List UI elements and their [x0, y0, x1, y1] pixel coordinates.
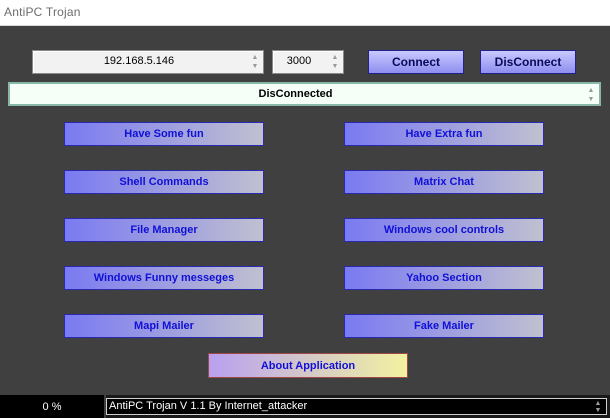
title-bar: AntiPC Trojan	[0, 0, 610, 26]
connection-status-text: DisConnected	[258, 88, 333, 100]
ip-address-field[interactable]: 192.168.5.146 ▲▼	[32, 50, 264, 74]
yahoo-section-button[interactable]: Yahoo Section	[344, 266, 544, 290]
connection-status-box: DisConnected ▲▼	[8, 82, 601, 106]
status-bar-spinner-icon[interactable]: ▲▼	[594, 400, 602, 414]
have-some-fun-button[interactable]: Have Some fun	[64, 122, 264, 146]
port-value: 3000	[286, 55, 312, 67]
ip-spinner-icon[interactable]: ▲▼	[251, 54, 259, 70]
port-field[interactable]: 3000 ▲▼	[272, 50, 344, 74]
windows-funny-messages-button[interactable]: Windows Funny messeges	[64, 266, 264, 290]
fake-mailer-button[interactable]: Fake Mailer	[344, 314, 544, 338]
status-spinner-icon[interactable]: ▲▼	[587, 87, 595, 103]
port-spinner-icon[interactable]: ▲▼	[331, 54, 339, 70]
window-title: AntiPC Trojan	[4, 5, 81, 19]
progress-indicator: 0 %	[0, 395, 104, 418]
mapi-mailer-button[interactable]: Mapi Mailer	[64, 314, 264, 338]
matrix-chat-button[interactable]: Matrix Chat	[344, 170, 544, 194]
ip-address-value: 192.168.5.146	[103, 55, 175, 67]
status-message-box: AntiPC Trojan V 1.1 By Internet_attacker…	[106, 398, 607, 415]
windows-cool-controls-button[interactable]: Windows cool controls	[344, 218, 544, 242]
disconnect-button[interactable]: DisConnect	[480, 50, 576, 74]
have-extra-fun-button[interactable]: Have Extra fun	[344, 122, 544, 146]
shell-commands-button[interactable]: Shell Commands	[64, 170, 264, 194]
about-application-button[interactable]: About Application	[208, 353, 408, 378]
file-manager-button[interactable]: File Manager	[64, 218, 264, 242]
connect-button[interactable]: Connect	[368, 50, 464, 74]
status-message-text: AntiPC Trojan V 1.1 By Internet_attacker	[109, 400, 308, 412]
status-bar: AntiPC Trojan V 1.1 By Internet_attacker…	[106, 395, 610, 418]
